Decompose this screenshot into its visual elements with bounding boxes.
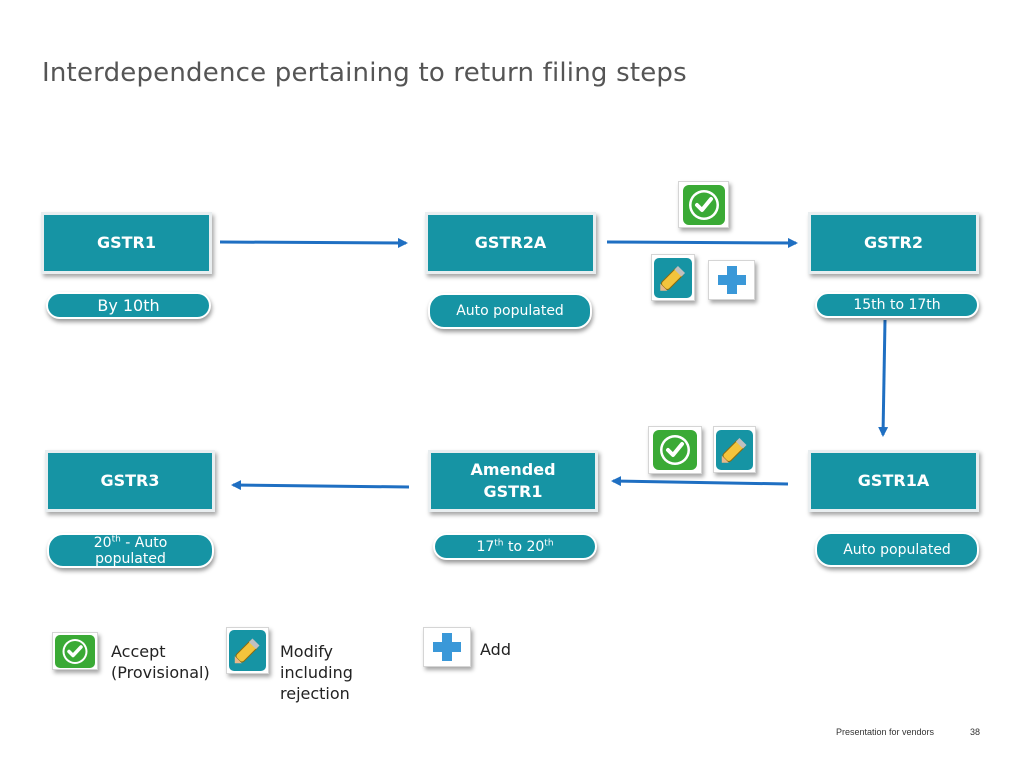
- legend-accept-line2: (Provisional): [111, 663, 210, 682]
- pill-gstr3-due: 20th - Auto populated: [47, 533, 214, 568]
- legend-modify-label: Modify including rejection: [280, 641, 353, 704]
- legend-add-label: Add: [480, 640, 511, 659]
- pill-gstr1a-text: Auto populated: [843, 541, 951, 558]
- box-gstr2-label: GSTR2: [863, 233, 924, 252]
- arrow-gstr1a-to-amended: [611, 476, 789, 487]
- legend-modify-line2: including: [280, 663, 353, 682]
- legend-modify-line1: Modify: [280, 642, 334, 661]
- pencil-icon: [651, 254, 695, 301]
- box-amended-line2: GSTR1: [483, 482, 543, 501]
- box-amended-line1: Amended: [470, 460, 556, 479]
- pill-gstr1-text: By 10th: [97, 295, 160, 315]
- legend-pencil-icon: [226, 627, 269, 674]
- pencil-icon: [713, 426, 756, 473]
- arrow-gstr1-to-gstr2a: [219, 237, 408, 248]
- arrow-gstr2a-to-gstr2: [606, 237, 798, 248]
- pill-gstr1-due: By 10th: [46, 292, 211, 319]
- pill-amended-due: 17th to 20th: [433, 533, 597, 560]
- page-number: 38: [970, 727, 981, 737]
- box-gstr1-label: GSTR1: [96, 233, 157, 252]
- legend-modify-line3: rejection: [280, 684, 350, 703]
- box-amended-gstr1-label: Amended GSTR1: [470, 459, 555, 503]
- arrow-gstr2-to-gstr1a: [878, 319, 889, 437]
- box-gstr3: GSTR3: [45, 450, 215, 512]
- box-gstr1a-label: GSTR1A: [857, 471, 930, 490]
- pill-gstr2a-status: Auto populated: [428, 293, 592, 329]
- box-gstr1: GSTR1: [41, 212, 212, 274]
- pill-gstr2-text: 15th to 17th: [853, 297, 941, 313]
- pill-gstr3-line2: populated: [95, 550, 166, 567]
- pill-gstr2-due: 15th to 17th: [815, 292, 979, 318]
- plus-icon: [708, 260, 755, 300]
- pill-gstr1a-status: Auto populated: [815, 532, 979, 567]
- check-icon: [678, 181, 729, 228]
- pill-gstr3-line1: 20th - Auto: [93, 533, 168, 551]
- legend-check-icon: [52, 632, 98, 670]
- box-gstr1a: GSTR1A: [808, 450, 979, 512]
- box-amended-gstr1: Amended GSTR1: [428, 450, 598, 512]
- arrow-amended-to-gstr3: [231, 480, 410, 491]
- pill-gstr2a-text: Auto populated: [456, 303, 564, 319]
- footer-label: Presentation for vendors: [836, 727, 935, 737]
- box-gstr2a-label: GSTR2A: [474, 233, 547, 252]
- page-title: Interdependence pertaining to return fil…: [42, 58, 687, 88]
- legend-accept-label: Accept (Provisional): [111, 641, 210, 683]
- box-gstr2: GSTR2: [808, 212, 979, 274]
- box-gstr2a: GSTR2A: [425, 212, 596, 274]
- check-icon: [648, 426, 702, 474]
- legend-accept-line1: Accept: [111, 642, 166, 661]
- pill-amended-text: 17th to 20th: [476, 537, 554, 555]
- legend-plus-icon: [423, 627, 471, 667]
- box-gstr3-label: GSTR3: [100, 471, 160, 490]
